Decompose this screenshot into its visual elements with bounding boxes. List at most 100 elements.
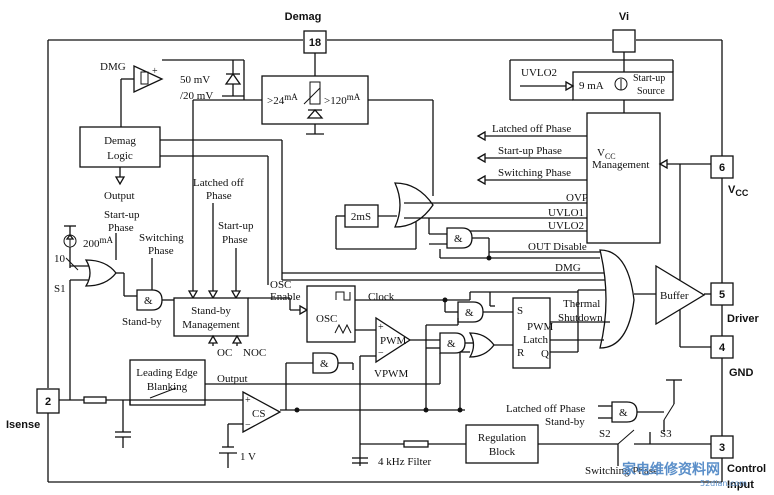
- pin-gnd: 4 GND: [710, 335, 754, 379]
- osc-enable-label-2: Enable: [270, 291, 301, 303]
- latch-r-label: R: [517, 347, 525, 359]
- oc-label: OC: [217, 347, 232, 359]
- demag-output-label: Output: [104, 190, 135, 202]
- cs-label: CS: [252, 408, 265, 420]
- pin-isense-number: 2: [45, 396, 51, 408]
- pin-vi: Vi: [612, 11, 636, 53]
- svg-text:+: +: [378, 322, 384, 333]
- pin-vcc: 6 VCC: [710, 155, 749, 198]
- latched-off-phase-mid-2: Phase: [206, 190, 232, 202]
- startup-phase-left-2: Phase: [108, 222, 134, 234]
- latch-q-label: Q: [541, 348, 549, 360]
- and-gate-bottom: &: [611, 401, 638, 423]
- svg-text:&: &: [447, 338, 456, 350]
- buffer-block: Buffer: [655, 264, 706, 326]
- uvlo2-top-label: UVLO2: [521, 67, 557, 79]
- standby-management-block: Stand-by Management: [173, 297, 249, 337]
- pin-vi-label: Vi: [619, 11, 629, 23]
- s1-label: S1: [54, 283, 66, 295]
- svg-text:200mA: 200mA: [83, 235, 114, 250]
- leading-edge-blanking-block: Leading Edge Blanking: [129, 359, 206, 406]
- leb-title: Leading Edge: [136, 367, 198, 379]
- svg-text:>24mA: >24mA: [267, 92, 298, 107]
- v20-label: /20 mV: [180, 90, 213, 102]
- and-gate-standby: &: [136, 289, 163, 311]
- leb-output-label: Output: [217, 373, 248, 385]
- thermal-label-1: Thermal: [563, 298, 600, 310]
- dmg-comparator-label: DMG: [100, 61, 126, 73]
- pwm-latch-block: S PWM Latch R Q: [512, 297, 554, 369]
- and-gate-pwm: &: [439, 332, 466, 354]
- pwm-label: PWM: [380, 335, 407, 347]
- osc-enable-label-1: OSC: [270, 279, 291, 291]
- pin-control-label-1: Control: [727, 463, 766, 475]
- pin-demag-label: Demag: [285, 11, 322, 23]
- latch-s-label: S: [517, 305, 523, 317]
- buffer-label: Buffer: [660, 290, 689, 302]
- leb-subtitle: Blanking: [147, 381, 188, 393]
- startup-phase-mid-1: Start-up: [218, 220, 254, 232]
- regulation-subtitle: Block: [489, 446, 516, 458]
- current-detect-block: >24mA >120mA: [261, 75, 369, 125]
- dmg-label: DMG: [555, 262, 581, 274]
- demag-logic-block: Demag Logic: [79, 126, 161, 168]
- svg-text:&: &: [619, 407, 628, 419]
- or-gate-protection: [393, 182, 434, 228]
- osc-label: OSC: [316, 313, 337, 325]
- svg-text:−: −: [378, 348, 384, 359]
- svg-text:VCC: VCC: [597, 147, 616, 161]
- standby-management-title: Stand-by: [191, 305, 231, 317]
- ten-label: 10: [54, 253, 66, 265]
- pin-control-label-2: Input: [727, 479, 754, 491]
- or-gate-latch-r: [468, 332, 495, 358]
- s2-label: S2: [599, 428, 611, 440]
- pwm-comparator: + − PWM: [375, 316, 412, 364]
- uvlo1-label: UVLO1: [548, 207, 584, 219]
- pin-demag: 18 Demag: [285, 11, 327, 54]
- out-disable-label: OUT Disable: [528, 241, 587, 253]
- vcc-management-title: Management: [592, 159, 649, 171]
- pin-demag-number: 18: [309, 37, 321, 49]
- svg-text:&: &: [454, 233, 463, 245]
- uvlo2-label: UVLO2: [548, 220, 584, 232]
- dmg-comparator: + DMG: [100, 61, 164, 94]
- demag-logic-title: Demag: [104, 135, 136, 147]
- pin-control-number: 3: [719, 442, 725, 454]
- cs-comparator: + − CS: [242, 390, 282, 434]
- standby-label: Stand-by: [122, 316, 162, 328]
- and-gate-oc: &: [312, 352, 339, 374]
- standby-management-subtitle: Management: [182, 319, 239, 331]
- pin-isense: 2 Isense: [6, 388, 60, 431]
- vpwm-label: VPWM: [374, 368, 408, 380]
- latched-off-bottom-label: Latched off Phase: [506, 403, 585, 415]
- filter-label: 4 kHz Filter: [378, 456, 431, 468]
- watermark-sub: 52dian.com: [700, 479, 747, 488]
- svg-text:+: +: [245, 395, 251, 406]
- pin-gnd-number: 4: [719, 342, 726, 354]
- chip-boundary: [47, 39, 723, 483]
- pin-control: 3 Control Input: [710, 435, 766, 491]
- switching-phase-left-2: Phase: [148, 245, 174, 257]
- startup-source-block: 9 mA Start-up Source: [572, 71, 674, 101]
- startup-source-label-2: Source: [637, 86, 665, 97]
- zener-diode: 50 mV /20 mV: [180, 60, 244, 102]
- pin-driver: 5 Driver: [710, 282, 760, 325]
- s3-label: S3: [660, 428, 672, 440]
- pin-isense-label: Isense: [6, 419, 40, 431]
- svg-text:>120mA: >120mA: [324, 92, 361, 107]
- latch-title: PWM: [527, 321, 554, 333]
- pin-vcc-label: VCC: [728, 184, 749, 198]
- regulation-block: Regulation Block: [465, 424, 539, 464]
- svg-text:&: &: [465, 307, 474, 319]
- startup-source-label-1: Start-up: [633, 73, 665, 84]
- switching-phase-label: Switching Phase: [498, 167, 571, 179]
- or-gate-s1: [84, 259, 117, 287]
- regulation-title: Regulation: [478, 432, 527, 444]
- timer-block: 2mS: [344, 204, 379, 228]
- noc-label: NOC: [243, 347, 266, 359]
- ovp-label: OVP: [566, 192, 588, 204]
- pin-driver-number: 5: [719, 289, 725, 301]
- or-gate-output: [599, 249, 635, 349]
